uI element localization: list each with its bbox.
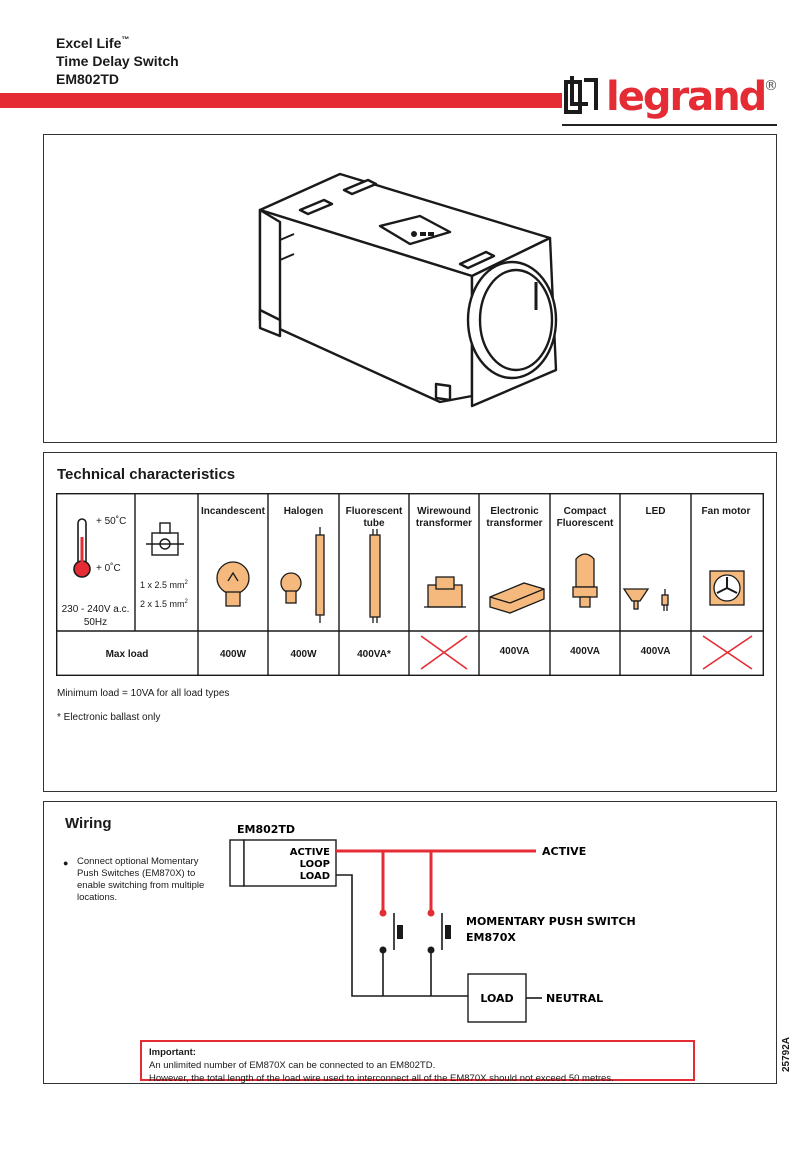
terminal-load: LOAD [300,871,330,882]
registered-symbol: ® [764,78,778,94]
switch-terminal [427,909,435,917]
header-line-2: Time Delay Switch [56,53,179,69]
bullet-icon: ● [63,858,69,868]
momentary-switches [382,913,443,996]
wirewound-not-suitable-2 [420,635,468,670]
column-header: Halogen [283,506,324,517]
switch-label: MOMENTARY PUSH SWITCH [466,915,636,928]
max-load-value: 400VA* [357,649,391,660]
wiring-diagram: EM802TD ACTIVE LOOP LOAD ACTIVE MOMENTAR… [229,823,636,1023]
temp-max: + 50˚C [96,516,127,527]
max-load-value: 400VA [570,646,600,657]
led-lamp-icon [622,588,669,611]
device-terminal-block [243,839,337,887]
switch-terminal [379,946,387,954]
max-load-value: 400W [219,649,247,660]
ballast-note: * Electronic ballast only [57,712,161,723]
column-header: Fluorescent tube [345,506,403,529]
minimum-load-note: Minimum load = 10VA for all load types [57,688,230,699]
switch-model: EM870X [466,931,516,944]
push-button-icon [445,925,451,939]
frequency: 50Hz [83,617,108,628]
load-wire [336,874,468,997]
switch-mechanism-illustration [258,172,558,408]
neutral-label: NEUTRAL [546,992,603,1005]
legrand-wordmark: legrand [606,74,765,120]
column-header: Incandescent [201,506,265,517]
product-image-panel [43,134,777,443]
incandescent-bulb-icon [216,561,250,607]
important-title: Important: [149,1047,196,1058]
technical-panel [43,452,777,792]
fan-motor-icon [709,570,745,606]
header-red-bar [0,93,562,108]
superscript-2b: 2 [184,599,188,605]
max-load-value: 400VA [499,646,530,657]
technical-title: Technical characteristics [57,466,236,483]
wiring-title: Wiring [65,815,112,832]
wirewound-transformer-icon [424,576,466,608]
column-header: Wirewound transformer [415,506,473,529]
terminal-capacity-1: 1 x 2.5 mm [140,580,185,590]
column-header: LED [645,506,666,517]
product-header: Excel Life™ Time Delay Switch EM802TD [56,31,179,88]
terminal-capacity: 1 x 2.5 mm2 2 x 1.5 mm2 [140,575,188,613]
fan-not-suitable-2 [702,635,753,670]
wiring-panel [43,801,777,1084]
header-line-3: EM802TD [56,71,120,87]
electronic-transformer-icon [489,582,545,614]
terminal-active: ACTIVE [290,847,330,858]
switch-terminal [379,909,387,917]
column-header: Fan motor [701,506,751,517]
switch-terminal [427,946,435,954]
legrand-logo: legrand ® [564,74,778,120]
push-button-icon [397,925,403,939]
terminal-capacity-2: 2 x 1.5 mm [140,599,185,609]
active-label: ACTIVE [542,845,586,858]
wiring-note: Connect optional Momentary Push Switches… [77,856,205,903]
electrical-rating: 230 - 240V a.c. 50Hz [56,603,135,629]
max-load-value: 400VA [640,646,671,657]
legrand-mark-icon [564,76,598,114]
specifications-table [56,493,764,676]
terminal-screw-icon [146,522,184,556]
not-suitable-marks [420,635,753,670]
superscript-2: 2 [184,580,188,586]
thermometer-icon [73,518,91,578]
important-notice: Important: An unlimited number of EM870X… [140,1040,695,1084]
header-rule [562,124,777,126]
temp-min: + 0˚C [96,563,121,574]
halogen-lamp-icon [280,527,325,623]
important-line-2: However, the total length of the load wi… [149,1073,614,1084]
important-line-1: An unlimited number of EM870X can be con… [149,1060,436,1071]
active-wire [336,849,536,910]
terminal-loop: LOOP [300,859,330,870]
trademark-symbol: ™ [121,35,130,44]
max-load-label: Max load [105,649,149,660]
compact-fluorescent-icon [572,553,598,608]
document-number: 25792A [781,1036,792,1072]
max-load-value: 400W [290,649,317,660]
voltage: 230 - 240V a.c. [61,604,130,615]
device-body [229,839,245,887]
header-line-1: Excel Life [56,35,122,51]
column-header: Compact Fluorescent [556,506,614,529]
fluorescent-tube-icon [369,529,381,623]
column-header: Electronic transformer [486,506,543,529]
load-box-label: LOAD [480,992,513,1005]
device-label: EM802TD [237,823,295,836]
